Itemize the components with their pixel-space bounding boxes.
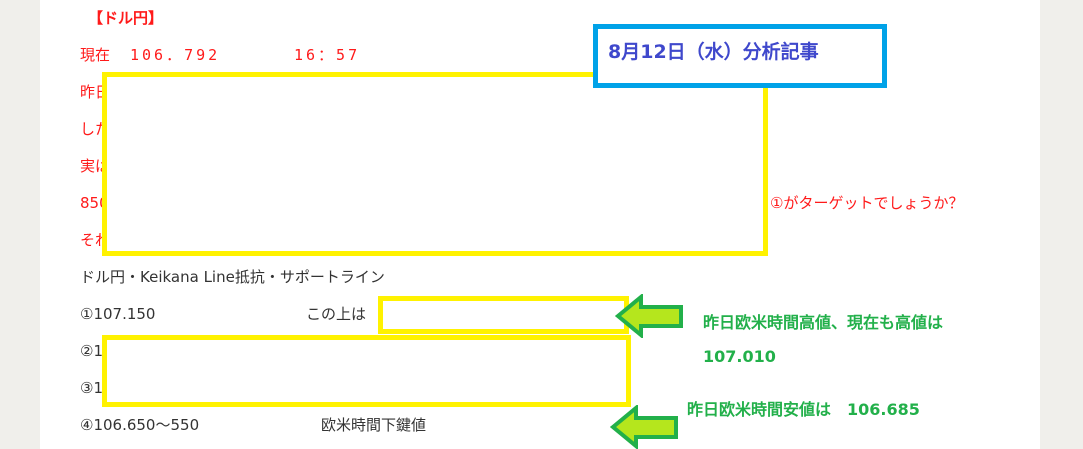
- level-1: ①107.150: [80, 305, 156, 323]
- line-title: ドル円・Keikana Line抵抗・サポートライン: [80, 268, 385, 286]
- redaction-box: [102, 72, 768, 256]
- level-2: ②1: [80, 342, 103, 360]
- redaction-box: [102, 335, 631, 407]
- redaction-box: [378, 296, 629, 334]
- level-3: ③1: [80, 379, 103, 397]
- target-question: ①がターゲットでしょうか？: [770, 194, 964, 212]
- current-time: 16：57: [294, 46, 361, 64]
- currency-heading: 【ドル円】: [88, 9, 164, 27]
- current-label: 現在: [80, 46, 111, 64]
- low-annotation: 昨日欧米時間安値は 106.685: [687, 400, 920, 419]
- current-price: 106．792: [130, 46, 221, 64]
- level-4-note: 欧米時間下鍵値: [321, 416, 427, 434]
- article-content: 【ドル円】 現在 106．792 16：57 昨日 した 実は 850 それ ①…: [40, 0, 1040, 449]
- level-4: ④106.650～550: [80, 416, 200, 434]
- arrow-left-icon: [615, 294, 683, 338]
- high-annotation: 昨日欧米時間高値、現在も高値は: [703, 313, 944, 332]
- date-title-box: 8月12日（水）分析記事: [593, 24, 887, 88]
- arrow-left-icon: [610, 405, 678, 449]
- high-value: 107.010: [703, 347, 776, 366]
- hidden-line: 850: [80, 194, 109, 212]
- level-1-note: この上は: [306, 305, 367, 323]
